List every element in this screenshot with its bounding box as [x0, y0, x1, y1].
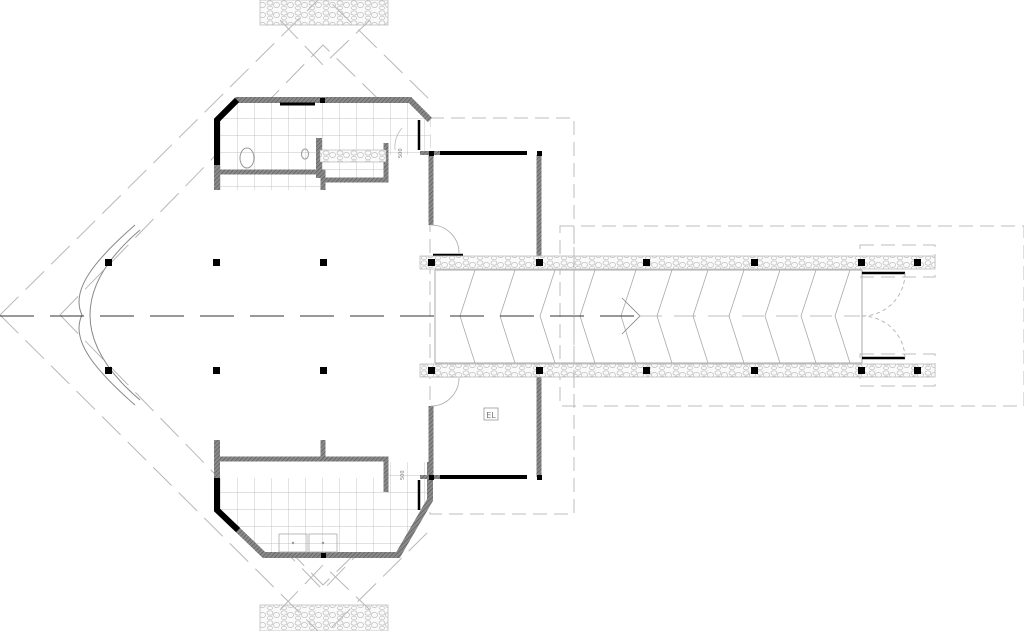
lower-door-dimension: 500: [400, 470, 406, 480]
bridge-columns: [428, 259, 921, 374]
sink-counter-2: [308, 533, 338, 553]
pavilion-columns: [105, 259, 327, 374]
roof-outline-guides: [0, 0, 431, 631]
upper-restroom: 500: [214, 97, 433, 190]
sink-counter-1: [278, 533, 308, 553]
electrical-room-label: EL: [486, 411, 496, 420]
room-tag: [483, 407, 499, 421]
urinal-trough: [319, 149, 387, 163]
bridge-walls: [419, 255, 936, 378]
upper-service-room: [420, 151, 542, 262]
toilet-icon: [239, 147, 255, 169]
upper-door-dimension: 500: [398, 148, 404, 158]
lower-restroom: 500: [214, 440, 433, 558]
gravel-strip-bottom: [259, 604, 389, 631]
sink-icon: [301, 148, 309, 160]
center-axis: [0, 226, 860, 406]
front-arc-outer: [78, 224, 136, 406]
front-arc: [89, 229, 141, 401]
direction-arrow-icon: [621, 297, 641, 335]
bridge-entry-doors: [861, 271, 906, 360]
electrical-room: EL: [420, 370, 542, 480]
